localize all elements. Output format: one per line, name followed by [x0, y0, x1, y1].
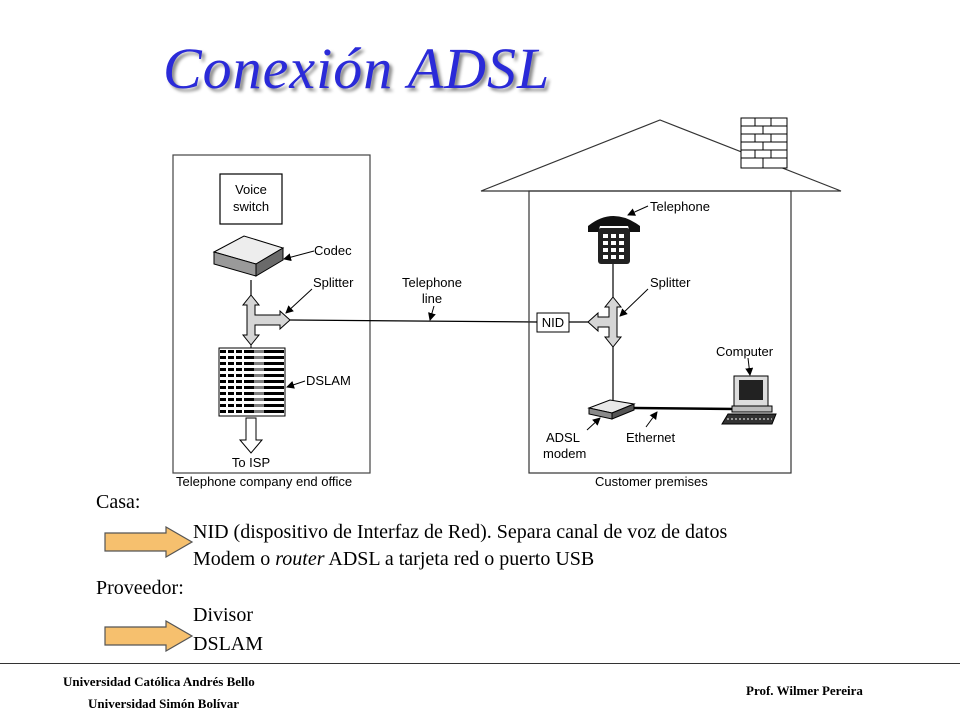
end-office-label: Telephone company end office	[176, 474, 352, 489]
adsl-modem-label-2: modem	[543, 446, 586, 461]
voice-switch-label-2: switch	[233, 199, 269, 214]
telephone-line-label-1: Telephone	[402, 275, 462, 290]
computer-label: Computer	[716, 344, 774, 359]
adsl-modem-label-1: ADSL	[546, 430, 580, 445]
dslam-icon	[218, 347, 286, 417]
to-isp-label: To ISP	[232, 455, 270, 470]
splitter-left-label: Splitter	[313, 275, 354, 290]
casa-arrow-icon	[104, 526, 194, 558]
content-section: Casa: NID (dispositivo de Interfaz de Re…	[96, 491, 728, 655]
computer-icon	[721, 375, 777, 425]
nid-label: NID	[542, 315, 564, 330]
voice-switch-label-1: Voice	[235, 182, 267, 197]
voice-switch-box	[219, 173, 283, 225]
chimney-icon	[740, 117, 788, 169]
proveedor-item-divisor: Divisor	[193, 604, 253, 626]
casa-heading: Casa:	[96, 491, 141, 513]
footer-university-2: Universidad Simón Bolívar	[88, 696, 239, 711]
codec-label: Codec	[314, 243, 352, 258]
telephone-icon	[588, 216, 640, 264]
telephone-line-label-2: line	[422, 291, 442, 306]
to-isp-arrow	[238, 417, 264, 454]
proveedor-heading: Proveedor:	[96, 577, 184, 599]
end-office-box	[172, 154, 371, 474]
adsl-network-diagram: Voice switch Codec Splitter Telephone li…	[172, 117, 842, 489]
customer-premises-label: Customer premises	[595, 474, 708, 489]
slide-title: Conexión ADSL	[163, 36, 551, 101]
proveedor-item-dslam: DSLAM	[193, 633, 264, 655]
adsl-modem-icon	[587, 399, 636, 420]
splitter-left-icon	[241, 294, 291, 346]
casa-item-modem: Modem o router ADSL a tarjeta red o puer…	[193, 548, 595, 570]
footer-university-1: Universidad Católica Andrés Bello	[63, 674, 255, 689]
footer-divider	[0, 663, 960, 664]
telephone-label: Telephone	[650, 199, 710, 214]
dslam-label: DSLAM	[306, 373, 351, 388]
splitter-right-label: Splitter	[650, 275, 691, 290]
splitter-right-icon	[587, 296, 623, 348]
footer-author: Prof. Wilmer Pereira	[746, 683, 863, 698]
codec-icon	[212, 235, 285, 277]
proveedor-arrow-icon	[104, 620, 194, 652]
casa-item-nid: NID (dispositivo de Interfaz de Red). Se…	[193, 521, 728, 543]
ethernet-label: Ethernet	[626, 430, 676, 445]
